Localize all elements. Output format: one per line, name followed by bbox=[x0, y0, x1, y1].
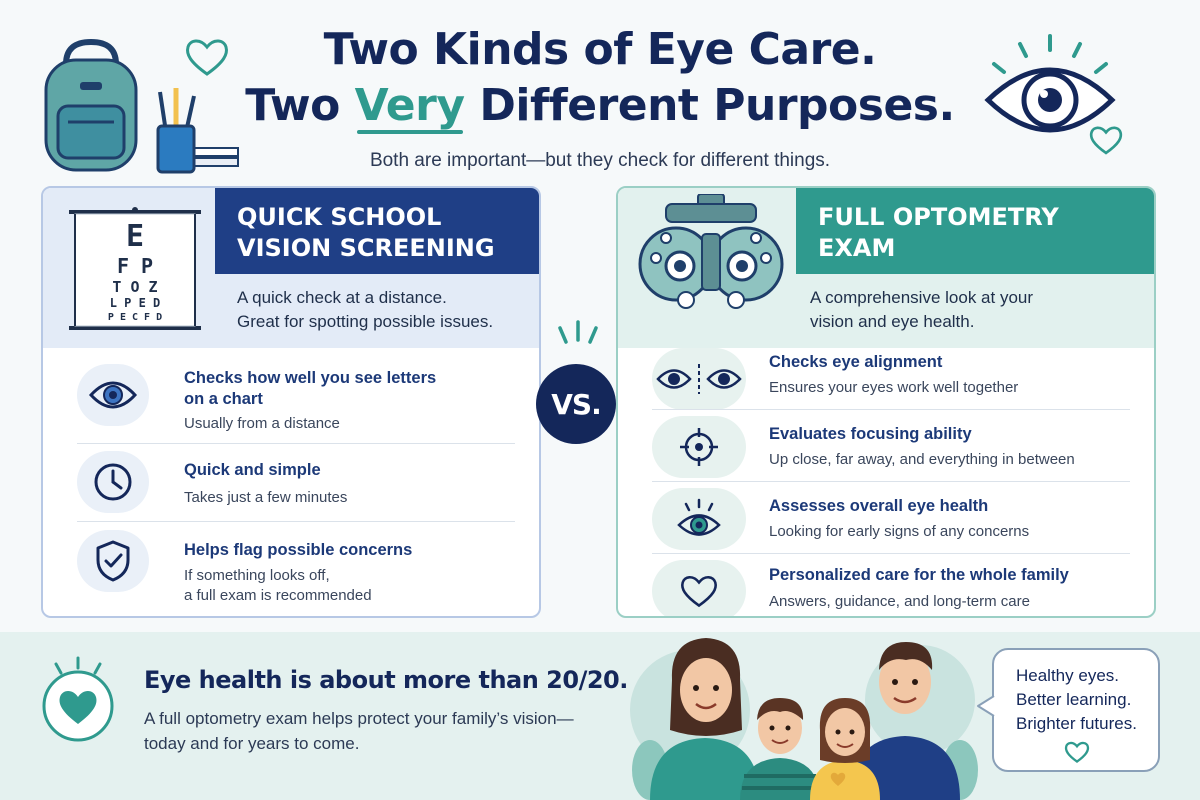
heart-icon bbox=[652, 560, 746, 616]
bottom-title: Eye health is about more than 20/20. bbox=[144, 666, 628, 694]
feature-title: Checks how well you see letters on a cha… bbox=[184, 368, 436, 410]
pencils-cup-icon bbox=[156, 88, 239, 174]
heading-line: VISION SCREENING bbox=[237, 234, 495, 262]
heart-outline-icon bbox=[1089, 126, 1123, 155]
title-accent-word: Very bbox=[355, 78, 465, 134]
eye-chart-row: P E C F D bbox=[107, 312, 163, 323]
bubble-tail bbox=[977, 695, 995, 717]
description-line: A comprehensive look at your bbox=[810, 288, 1034, 307]
backpack-icon bbox=[44, 38, 138, 172]
feature-subtitle: Ensures your eyes work well together bbox=[769, 379, 1019, 396]
school-screening-card: E F P T O Z L P E D P E C F D QUICK SCHO… bbox=[41, 186, 541, 618]
bubble-line: Healthy eyes. bbox=[1016, 666, 1119, 685]
heart-outline-icon bbox=[186, 39, 228, 76]
bottom-text: A full optometry exam helps protect your… bbox=[144, 706, 604, 756]
eyes-alignment-icon bbox=[652, 348, 746, 410]
feature-title: Helps flag possible concerns bbox=[184, 541, 413, 559]
divider bbox=[652, 553, 1130, 554]
eye-icon bbox=[77, 364, 149, 426]
feature-subtitle: Looking for early signs of any concerns bbox=[769, 523, 1030, 540]
bubble-line: Brighter futures. bbox=[1016, 714, 1137, 733]
feature-subtitle-line: If something looks off, bbox=[184, 567, 330, 584]
bottom-text-line: today and for years to come. bbox=[144, 734, 360, 753]
eye-icon bbox=[984, 34, 1116, 133]
feature-subtitle: Usually from a distance bbox=[184, 415, 340, 432]
sparkle-lines-icon bbox=[558, 320, 598, 344]
eye-chart-icon: E F P T O Z L P E D P E C F D bbox=[65, 206, 205, 334]
phoropter-icon bbox=[638, 194, 784, 309]
card-heading: QUICK SCHOOL VISION SCREENING bbox=[215, 188, 539, 274]
divider bbox=[652, 409, 1130, 410]
feature-title: Personalized care for the whole family bbox=[769, 566, 1069, 584]
title-line-2: Two Very Different Purposes. bbox=[0, 78, 1200, 134]
title-line-2-end: Different Purposes. bbox=[464, 80, 955, 131]
card-header: FULL OPTOMETRY EXAM A comprehensive look… bbox=[618, 188, 1154, 348]
heading-line: QUICK SCHOOL bbox=[237, 203, 442, 231]
description-line: Great for spotting possible issues. bbox=[237, 312, 494, 331]
heading-line: FULL OPTOMETRY bbox=[818, 203, 1059, 231]
card-header: E F P T O Z L P E D P E C F D QUICK SCHO… bbox=[43, 188, 539, 348]
eye-chart-row: F P bbox=[116, 254, 154, 278]
feature-subtitle-line: a full exam is recommended bbox=[184, 587, 372, 604]
divider bbox=[652, 481, 1130, 482]
divider bbox=[77, 521, 515, 522]
card-description: A comprehensive look at your vision and … bbox=[810, 286, 1144, 334]
description-line: A quick check at a distance. bbox=[237, 288, 447, 307]
feature-subtitle: Answers, guidance, and long-term care bbox=[769, 593, 1030, 610]
feature-subtitle: If something looks off, a full exam is r… bbox=[184, 566, 372, 606]
target-icon bbox=[652, 416, 746, 478]
bubble-line: Better learning. bbox=[1016, 690, 1132, 709]
clock-icon bbox=[77, 451, 149, 513]
vs-badge: VS. bbox=[536, 364, 616, 444]
speech-bubble: Healthy eyes. Better learning. Brighter … bbox=[992, 648, 1160, 772]
bottom-text-line: A full optometry exam helps protect your… bbox=[144, 709, 574, 728]
title-line-1: Two Kinds of Eye Care. bbox=[323, 24, 877, 75]
page-subtitle: Both are important—but they check for di… bbox=[369, 150, 831, 171]
eye-chart-row: E bbox=[125, 219, 145, 254]
feature-subtitle: Up close, far away, and everything in be… bbox=[769, 451, 1075, 468]
feature-title-line: on a chart bbox=[184, 390, 263, 408]
card-heading: FULL OPTOMETRY EXAM bbox=[796, 188, 1154, 274]
feature-title-line: Checks how well you see letters bbox=[184, 369, 437, 387]
heart-badge-icon bbox=[42, 656, 114, 742]
feature-subtitle: Takes just a few minutes bbox=[184, 489, 348, 506]
optometry-exam-card: FULL OPTOMETRY EXAM A comprehensive look… bbox=[616, 186, 1156, 618]
feature-title: Checks eye alignment bbox=[769, 353, 943, 371]
eye-health-icon bbox=[652, 488, 746, 550]
heart-outline-icon bbox=[1064, 741, 1090, 763]
family-illustration bbox=[630, 638, 978, 800]
shield-check-icon bbox=[77, 530, 149, 592]
description-line: vision and eye health. bbox=[810, 312, 975, 331]
feature-title: Quick and simple bbox=[184, 461, 321, 479]
feature-title: Evaluates focusing ability bbox=[769, 425, 972, 443]
divider bbox=[77, 443, 515, 444]
feature-title: Assesses overall eye health bbox=[769, 497, 989, 515]
title-line-2-start: Two bbox=[245, 80, 355, 131]
eye-chart-row: T O Z bbox=[112, 278, 158, 296]
card-description: A quick check at a distance. Great for s… bbox=[237, 286, 529, 334]
eye-chart-row: L P E D bbox=[109, 296, 161, 310]
page-title: Two Kinds of Eye Care. Two Very Differen… bbox=[0, 22, 1200, 134]
heading-line: EXAM bbox=[818, 234, 896, 262]
